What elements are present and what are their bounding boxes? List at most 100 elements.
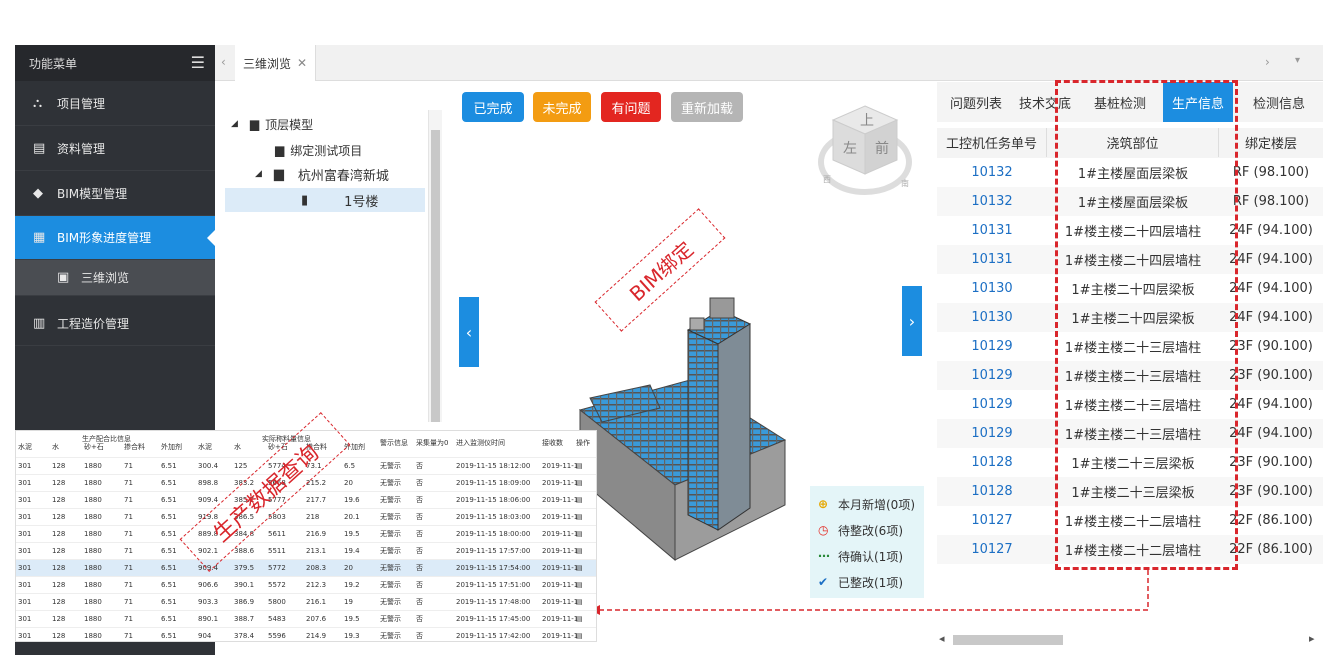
task-id-cell[interactable]: 10130 [971, 281, 1013, 296]
tree-node[interactable]: ◢ ▆ 杭州富春湾新城 [255, 162, 389, 186]
pour-location-cell: 1#楼主楼二十四层墙柱 [1064, 254, 1202, 269]
scrollbar-thumb[interactable] [953, 635, 1063, 645]
legend-to-fix[interactable]: ◷ 待整改(6项) [818, 518, 903, 542]
task-id-cell[interactable]: 10131 [971, 252, 1013, 267]
column-header[interactable]: 绑定楼层 [1244, 137, 1297, 152]
incomplete-button[interactable]: 未完成 [533, 92, 591, 122]
tab-scroll-right-icon[interactable]: › [1265, 55, 1270, 69]
scrollbar-thumb[interactable] [431, 130, 440, 422]
detail-icon[interactable]: ▤ [576, 632, 583, 640]
detail-icon[interactable]: ▤ [576, 564, 583, 572]
table-cell: 71 [124, 598, 133, 606]
tree-node[interactable]: ▆ 绑定测试项目 [275, 138, 362, 162]
tab-issue-list[interactable]: 问题列表 [949, 96, 1002, 112]
grid-horizontal-scrollbar[interactable]: ◂ ▸ [937, 632, 1323, 648]
legend-to-confirm[interactable]: ⋯ 待确认(1项) [818, 544, 903, 568]
prev-arrow-button[interactable]: ‹ [459, 297, 479, 367]
task-id-cell[interactable]: 10127 [971, 513, 1013, 528]
view-cube[interactable]: 上 左 前 西 南 [815, 100, 925, 200]
floor-cell: 23F (90.100) [1229, 368, 1313, 383]
task-id-cell[interactable]: 10129 [971, 426, 1013, 441]
legend-fixed[interactable]: ✔ 已整改(1项) [818, 570, 903, 594]
tree-node[interactable]: ◢ ▆ 顶层模型 [231, 112, 313, 136]
folder-icon: ▆ [275, 143, 285, 157]
task-id-cell[interactable]: 10129 [971, 368, 1013, 383]
expand-icon[interactable]: ◢ [231, 119, 238, 129]
column-header[interactable]: 工控机任务单号 [937, 128, 1047, 157]
problem-button[interactable]: 有问题 [601, 92, 661, 122]
detail-icon[interactable]: ▤ [576, 615, 583, 623]
task-id-cell[interactable]: 10129 [971, 397, 1013, 412]
detail-icon[interactable]: ▤ [576, 513, 583, 521]
tab-inspection-info[interactable]: 检测信息 [1252, 96, 1305, 112]
legend-new-month[interactable]: ⊕ 本月新增(0项) [818, 492, 915, 516]
menu-collapse-icon[interactable]: ☰ [190, 53, 205, 72]
tab-3d-view[interactable]: 三维浏览 ✕ [235, 45, 317, 81]
scroll-right-icon[interactable]: ▸ [1309, 632, 1315, 645]
detail-icon[interactable]: ▤ [576, 598, 583, 606]
tab-production-info[interactable]: 生产信息 [1163, 82, 1233, 122]
reload-button[interactable]: 重新加载 [671, 92, 743, 122]
task-id-cell[interactable]: 10128 [971, 484, 1013, 499]
sidebar-item-cost[interactable]: ▥ 工程造价管理 [15, 301, 215, 346]
sidebar-header: 功能菜单 [15, 45, 215, 81]
detail-icon[interactable]: ▤ [576, 547, 583, 555]
next-arrow-button[interactable]: › [902, 286, 922, 356]
detail-icon[interactable]: ▤ [576, 496, 583, 504]
pour-location-cell: 1#主楼二十四层梁板 [1071, 312, 1195, 327]
tree-scrollbar[interactable] [428, 110, 442, 422]
task-id-cell[interactable]: 10132 [971, 165, 1013, 180]
table-cell: 128 [52, 632, 66, 640]
detail-icon[interactable]: ▤ [576, 530, 583, 538]
detail-icon[interactable]: ▤ [576, 581, 583, 589]
task-id-cell[interactable]: 10132 [971, 194, 1013, 209]
expand-icon[interactable]: ◢ [255, 169, 262, 179]
scroll-left-icon[interactable]: ◂ [939, 632, 945, 645]
close-icon[interactable]: ✕ [297, 56, 308, 70]
sidebar-item-3d-view[interactable]: ▣ 三维浏览 [15, 260, 215, 296]
tree-node-selected[interactable]: ▮ 1号楼 [225, 188, 425, 212]
sidebar-item-bim-progress[interactable]: ▦ BIM形象进度管理 [15, 216, 215, 260]
detail-icon[interactable]: ▤ [576, 462, 583, 470]
task-id-cell[interactable]: 10130 [971, 310, 1013, 325]
task-id-cell[interactable]: 10128 [971, 455, 1013, 470]
sidebar-item-bim-model[interactable]: ◆ BIM模型管理 [15, 171, 215, 216]
tab-pile-test[interactable]: 基桩检测 [1093, 96, 1146, 112]
sidebar-item-project[interactable]: ⛬ 项目管理 [15, 81, 215, 126]
sidebar-item-documents[interactable]: ▤ 资料管理 [15, 126, 215, 171]
task-id-cell[interactable]: 10127 [971, 542, 1013, 557]
task-id-cell[interactable]: 10131 [971, 223, 1013, 238]
bim-3d-model[interactable] [560, 290, 830, 590]
tab-scroll-left-icon[interactable]: ‹ [221, 55, 226, 69]
column-header[interactable]: 浇筑部位 [1047, 128, 1219, 157]
completed-button[interactable]: 已完成 [462, 92, 524, 122]
detail-icon[interactable]: ▤ [576, 479, 583, 487]
task-id-cell[interactable]: 10129 [971, 339, 1013, 354]
tab-dropdown-icon[interactable]: ▾ [1295, 55, 1301, 66]
